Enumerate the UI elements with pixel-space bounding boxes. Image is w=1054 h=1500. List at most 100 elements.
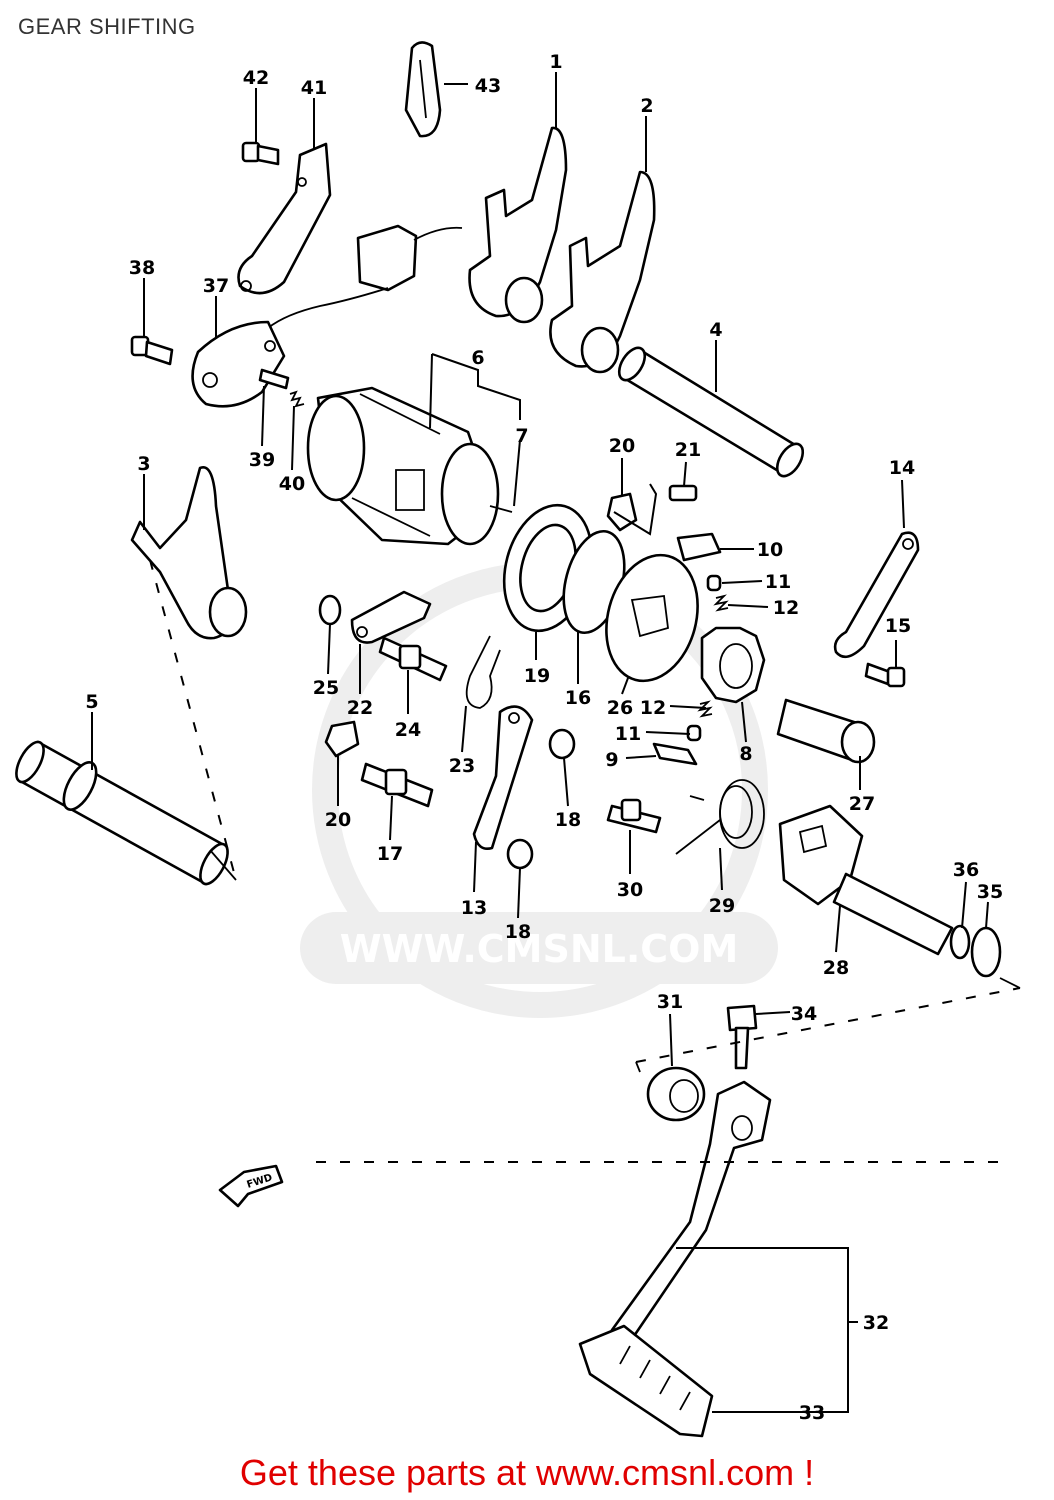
part-10-pawl[interactable] [676, 532, 722, 562]
part-14-guide-plate[interactable] [833, 531, 920, 659]
part-18-nut-lower[interactable] [506, 838, 534, 870]
callout-27: 27 [849, 793, 875, 815]
callout-23: 23 [449, 755, 475, 777]
part-22-lever[interactable] [350, 590, 432, 644]
callout-25: 25 [313, 677, 339, 699]
part-26-cam-plate[interactable] [593, 545, 711, 691]
part-20-bolt-lower[interactable] [324, 720, 360, 758]
callout-4: 4 [709, 319, 722, 341]
part-41-plate[interactable] [237, 142, 332, 295]
callout-9: 9 [605, 749, 618, 771]
callout-43: 43 [475, 75, 501, 97]
callout-26: 26 [607, 697, 633, 719]
part-39-contact[interactable] [258, 368, 290, 390]
part-37-switch-body[interactable] [191, 320, 286, 408]
page-title: GEAR SHIFTING [18, 14, 196, 39]
callout-21: 21 [675, 439, 701, 461]
part-25-washer[interactable] [318, 594, 342, 626]
part-23-spring[interactable] [465, 635, 501, 709]
callout-40: 40 [279, 473, 305, 495]
part-42-bolt[interactable] [241, 141, 280, 166]
callout-19: 19 [524, 665, 550, 687]
callout-18b: 18 [505, 921, 531, 943]
part-43-bracket[interactable] [404, 41, 442, 138]
callout-13: 13 [461, 897, 487, 919]
part-27-bolt[interactable] [776, 698, 876, 764]
part-36-circlip[interactable] [949, 924, 971, 960]
callout-34: 34 [791, 1003, 817, 1025]
callout-17: 17 [377, 843, 403, 865]
watermark-text: WWW.CMSNL.COM [340, 927, 739, 971]
part-8-cam-gear[interactable] [700, 626, 766, 704]
leader-lines [91, 72, 989, 1413]
neutral-switch-connector[interactable] [267, 224, 463, 329]
part-13-plate[interactable] [472, 705, 534, 850]
callout-30: 30 [617, 879, 643, 901]
part-3-shift-fork[interactable] [130, 466, 248, 640]
part-12-spring[interactable] [713, 594, 729, 612]
part-30-bolt[interactable] [606, 798, 662, 834]
part-20-bolt-top[interactable] [606, 492, 638, 532]
part-28-shift-shaft[interactable] [778, 804, 954, 956]
callout-39: 39 [249, 449, 275, 471]
part-29-return-spring[interactable] [675, 779, 765, 855]
callout-2: 2 [640, 95, 653, 117]
part-34-bolt[interactable] [726, 1004, 758, 1070]
callout-20b: 20 [325, 809, 351, 831]
callout-5: 5 [85, 691, 98, 713]
callout-33: 33 [799, 1402, 825, 1424]
part-4-fork-shaft[interactable] [614, 343, 808, 480]
part-38-bolt[interactable] [130, 335, 174, 366]
callout-14: 14 [889, 457, 915, 479]
callout-38: 38 [129, 257, 155, 279]
callout-29: 29 [709, 895, 735, 917]
part-6-gearshift-cam[interactable] [306, 386, 513, 546]
part-32-gearshift-lever[interactable] [610, 1080, 772, 1338]
reference-line [613, 483, 658, 536]
callout-28: 28 [823, 957, 849, 979]
callout-12a: 12 [773, 597, 799, 619]
callout-11a: 11 [765, 571, 791, 593]
callout-32: 32 [863, 1312, 889, 1334]
part-18-nut-top[interactable] [548, 728, 576, 760]
part-1-shift-fork[interactable] [468, 126, 568, 324]
part-5-fork-shaft[interactable] [11, 738, 233, 888]
callout-1: 1 [549, 51, 562, 73]
callout-3: 3 [137, 453, 150, 475]
reference-line [635, 977, 1021, 1073]
part-17-stud[interactable] [360, 762, 434, 808]
part-35-washer[interactable] [970, 926, 1002, 978]
callout-41: 41 [301, 77, 327, 99]
part-40-spring[interactable] [289, 390, 305, 408]
part-12-spring-lower[interactable] [697, 700, 713, 718]
callout-12b: 12 [640, 697, 666, 719]
callout-20a: 20 [609, 435, 635, 457]
callout-15: 15 [885, 615, 911, 637]
reference-line [149, 559, 237, 881]
part-24-bolt[interactable] [378, 636, 448, 682]
part-15-screw[interactable] [864, 662, 906, 688]
callout-11b: 11 [615, 723, 641, 745]
callout-31: 31 [657, 991, 683, 1013]
part-21-bolt[interactable] [668, 484, 698, 502]
part-2-shift-fork[interactable] [549, 170, 656, 374]
part-11-pin[interactable] [706, 574, 722, 592]
callout-24: 24 [395, 719, 421, 741]
part-9-pawl[interactable] [652, 742, 698, 766]
fwd-arrow-icon: FWD [218, 1164, 284, 1208]
callout-6: 6 [471, 347, 484, 369]
callout-22: 22 [347, 697, 373, 719]
callout-42: 42 [243, 67, 269, 89]
reference-line [209, 849, 237, 881]
footer-cta[interactable]: Get these parts at www.cmsnl.com ! [239, 1452, 815, 1493]
callout-35: 35 [977, 881, 1003, 903]
callout-labels: 1 2 3 4 5 6 7 8 9 10 11 11 12 12 13 14 1… [85, 51, 1003, 1424]
callout-8: 8 [739, 743, 752, 765]
callout-18a: 18 [555, 809, 581, 831]
part-31-oil-seal[interactable] [646, 1066, 706, 1122]
callout-36: 36 [953, 859, 979, 881]
part-33-shift-rubber[interactable] [578, 1324, 714, 1438]
callout-16: 16 [565, 687, 591, 709]
callout-7: 7 [515, 425, 528, 447]
